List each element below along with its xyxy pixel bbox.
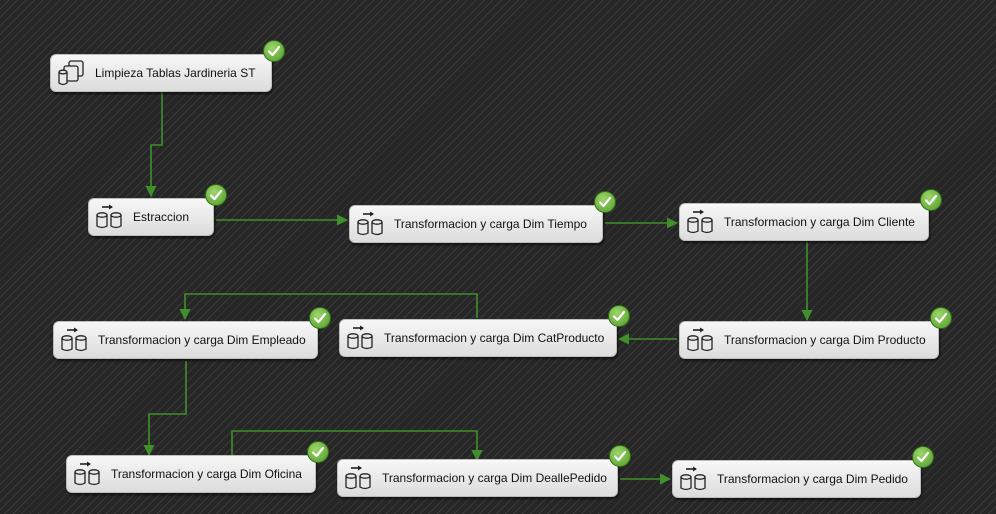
task-label: Transformacion y carga Dim Pedido xyxy=(717,472,908,486)
success-check-icon xyxy=(309,307,331,329)
connector-oficina-dealle xyxy=(231,430,483,462)
data-flow-icon xyxy=(680,466,706,491)
task-t4[interactable]: Transformacion y carga Dim Cliente xyxy=(679,203,929,241)
data-flow-icon xyxy=(687,327,713,352)
connector-catproducto-empleado xyxy=(179,293,478,321)
task-t2[interactable]: Estraccion xyxy=(88,198,214,236)
data-flow-icon xyxy=(347,325,373,350)
task-label: Transformacion y carga Dim Tiempo xyxy=(394,217,587,231)
success-check-icon xyxy=(263,40,285,62)
success-check-icon xyxy=(609,445,631,467)
success-check-icon xyxy=(608,305,630,327)
task-label: Transformacion y carga Dim Empleado xyxy=(98,333,306,347)
task-t7[interactable]: Transformacion y carga Dim Empleado xyxy=(53,321,318,359)
data-flow-icon xyxy=(96,204,122,229)
connector-limpieza-estraccion xyxy=(145,92,163,198)
data-flow-icon xyxy=(357,211,383,236)
success-check-icon xyxy=(930,307,952,329)
task-t6[interactable]: Transformacion y carga Dim CatProducto xyxy=(339,319,617,357)
success-check-icon xyxy=(307,441,329,463)
data-flow-icon xyxy=(74,461,100,486)
task-t3[interactable]: Transformacion y carga Dim Tiempo xyxy=(349,205,603,243)
task-label: Limpieza Tablas Jardineria ST xyxy=(95,66,256,80)
task-t9[interactable]: Transformacion y carga Dim DeallePedido xyxy=(337,459,618,497)
task-label: Transformacion y carga Dim Producto xyxy=(724,333,926,347)
success-check-icon xyxy=(594,191,616,213)
task-t10[interactable]: Transformacion y carga Dim Pedido xyxy=(672,460,921,498)
data-flow-icon xyxy=(345,465,371,490)
success-check-icon xyxy=(912,446,934,468)
sql-task-icon xyxy=(58,60,84,86)
connector-empleado-oficina xyxy=(143,361,187,457)
task-label: Transformacion y carga Dim DeallePedido xyxy=(382,471,607,485)
data-flow-icon xyxy=(61,327,87,352)
data-flow-icon xyxy=(687,209,713,234)
task-t5[interactable]: Transformacion y carga Dim Producto xyxy=(679,321,939,359)
task-label: Transformacion y carga Dim Oficina xyxy=(111,467,302,481)
task-label: Transformacion y carga Dim CatProducto xyxy=(384,331,605,345)
success-check-icon xyxy=(205,184,227,206)
task-label: Transformacion y carga Dim Cliente xyxy=(724,215,915,229)
success-check-icon xyxy=(920,189,942,211)
task-label: Estraccion xyxy=(133,210,190,224)
task-t8[interactable]: Transformacion y carga Dim Oficina xyxy=(66,455,316,493)
task-t1[interactable]: Limpieza Tablas Jardineria ST xyxy=(50,54,272,92)
